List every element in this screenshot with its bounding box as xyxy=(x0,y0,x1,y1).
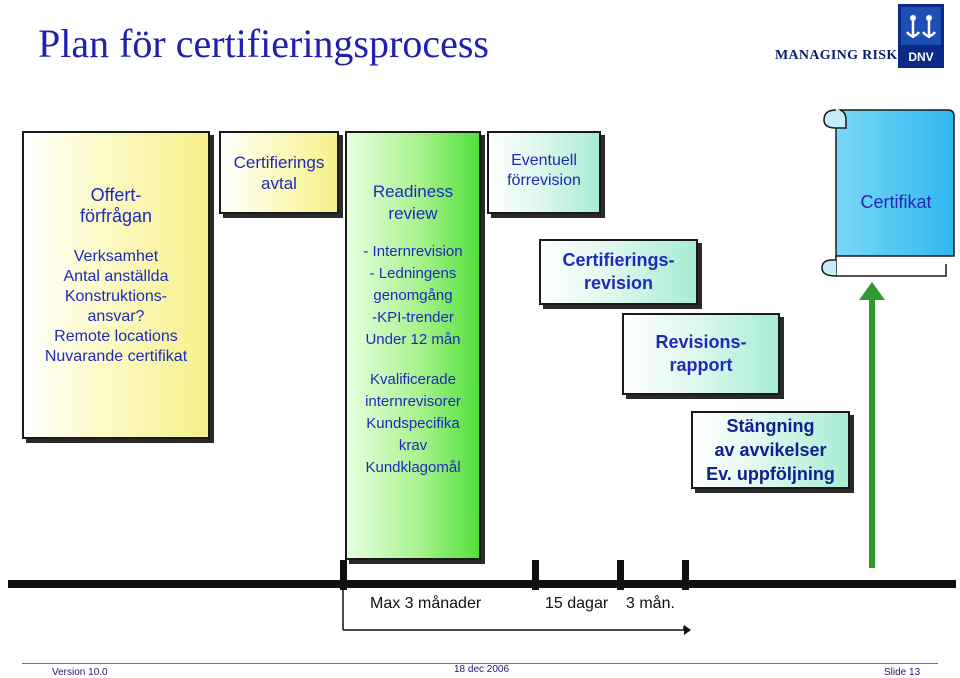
timeline-brackets xyxy=(342,586,691,635)
timeline-label-max: Max 3 månader xyxy=(370,595,482,612)
avtal-heading-line2: avtal xyxy=(261,173,297,193)
up-arrow-icon xyxy=(859,282,885,568)
timeline-label-3: 3 mån. xyxy=(626,595,675,612)
offert-body-line: Remote locations xyxy=(54,328,178,345)
readiness-heading-line2: review xyxy=(388,204,438,223)
revisionsrapport-box: Revisions- rapport xyxy=(622,313,780,395)
footer-version: Version 10.0 xyxy=(52,667,108,678)
timeline-tick xyxy=(340,560,347,590)
readiness-heading-line1: Readiness xyxy=(372,182,454,201)
offert-heading-line2: förfrågan xyxy=(79,206,153,226)
stangning-heading-line1: Stängning xyxy=(726,416,815,436)
timeline-tick xyxy=(532,560,539,590)
brand-text: MANAGING RISK xyxy=(775,48,898,63)
certrevision-box: Certifierings- revision xyxy=(539,239,698,305)
dnv-logo-icon: DNV xyxy=(898,4,944,68)
readiness-body-line: -KPI-trender xyxy=(372,309,454,326)
revisionsrapport-heading-line2: rapport xyxy=(669,355,733,375)
timeline-tick xyxy=(682,560,689,590)
certrevision-heading-line1: Certifierings- xyxy=(562,250,675,270)
forrevision-box: Eventuell förrevision xyxy=(487,131,601,214)
avtal-box: Certifierings avtal xyxy=(219,131,339,214)
readiness-body-line: - Internrevision xyxy=(363,243,463,260)
readiness-box: Readiness review - Internrevision - Ledn… xyxy=(345,131,481,560)
forrevision-heading-line1: Eventuell xyxy=(511,152,577,169)
avtal-heading-line1: Certifierings xyxy=(233,152,325,172)
readiness-body-line: - Ledningens xyxy=(369,265,457,282)
readiness-body-line: genomgång xyxy=(373,287,453,304)
page-title: Plan för certifieringsprocess xyxy=(38,21,489,66)
timeline-tick xyxy=(617,560,624,590)
forrevision-heading-line2: förrevision xyxy=(507,172,581,189)
logo-text: DNV xyxy=(908,50,933,64)
offert-body-line: ansvar? xyxy=(87,308,145,325)
offert-body-line: Konstruktions- xyxy=(64,288,168,305)
readiness-body-line: Kundspecifika xyxy=(366,415,460,432)
offert-body-line: Antal anställda xyxy=(63,268,169,285)
footer-slide-number: Slide 13 xyxy=(884,667,921,678)
footer-date: 18 dec 2006 xyxy=(454,664,510,675)
offert-body-line: Nuvarande certifikat xyxy=(44,348,188,365)
footer-divider xyxy=(22,663,938,664)
certifikat-scroll-icon: Certifikat xyxy=(821,109,955,277)
stangning-box: Stängning av avvikelser Ev. uppföljning xyxy=(691,411,850,489)
offert-body-line: Verksamhet xyxy=(73,248,159,265)
certrevision-heading-line2: revision xyxy=(583,273,654,293)
offert-heading-line1: Offert- xyxy=(90,185,142,205)
stangning-heading-line3: Ev. uppföljning xyxy=(706,464,835,484)
readiness-body-line: Kvalificerade xyxy=(370,371,456,388)
readiness-body-line: internrevisorer xyxy=(365,393,461,410)
stangning-heading-line2: av avvikelser xyxy=(714,440,827,460)
offert-box: Offert- förfrågan Verksamhet Antal anstä… xyxy=(22,131,210,439)
readiness-body-line: Kundklagomål xyxy=(365,459,461,476)
readiness-body-line: Under 12 mån xyxy=(365,331,461,348)
timeline-label-15: 15 dagar xyxy=(545,595,609,612)
certifikat-label: Certifikat xyxy=(860,192,931,212)
readiness-body-line: krav xyxy=(398,437,428,454)
timeline-axis xyxy=(8,580,956,588)
revisionsrapport-heading-line1: Revisions- xyxy=(655,332,747,352)
